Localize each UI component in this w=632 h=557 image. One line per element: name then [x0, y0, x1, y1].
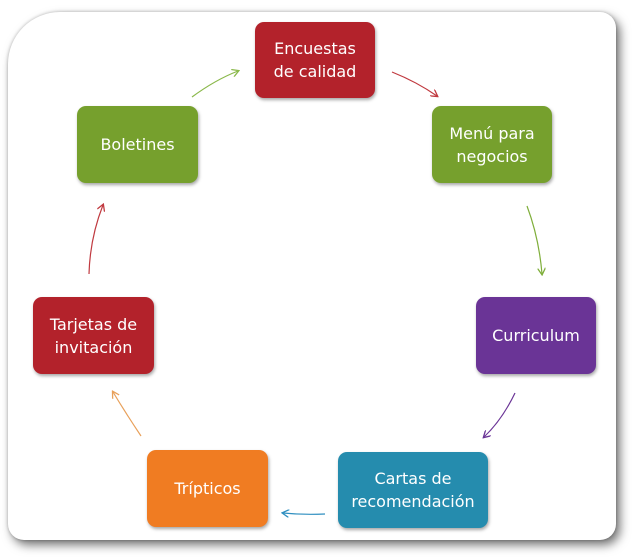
diagram-panel [8, 12, 616, 540]
node-curriculum: Curriculum [476, 297, 596, 374]
arrow-menu-to-curriculum [526, 205, 542, 274]
arrow-encuestas-to-menu [391, 71, 437, 96]
arrow-boletines-to-encuestas [191, 71, 238, 98]
node-menu-para-negocios: Menú para negocios [432, 106, 552, 183]
arrow-tarjetas-to-boletines [88, 205, 103, 275]
node-encuestas-de-calidad: Encuestas de calidad [255, 22, 375, 98]
arrow-curriculum-to-cartas [484, 392, 516, 437]
node-tarjetas-de-invitacion: Tarjetas de invitación [33, 297, 154, 374]
arrow-cartas-to-tripticos [283, 513, 326, 514]
arrow-tripticos-to-tarjetas [113, 392, 142, 437]
node-cartas-de-recomendacion: Cartas de recomendación [338, 452, 488, 528]
node-tripticos: Trípticos [147, 450, 268, 527]
node-boletines: Boletines [77, 106, 198, 183]
